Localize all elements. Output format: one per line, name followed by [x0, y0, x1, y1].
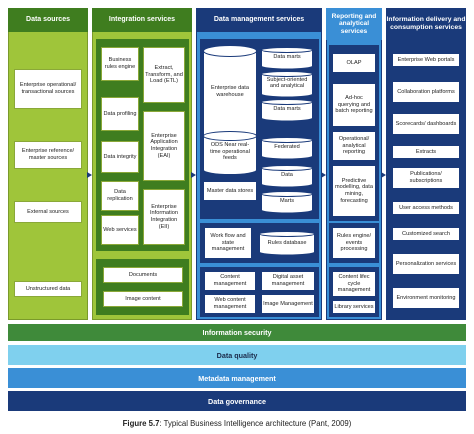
- predictive-modelling: Predictive modelling, data mining, forec…: [332, 165, 376, 217]
- environment-monitoring: Environment monitoring: [392, 287, 460, 309]
- source-unstructured: Unstructured data: [14, 281, 82, 297]
- data-management-header: Data management services: [196, 8, 322, 32]
- figure-label: Figure 5.7: [122, 419, 160, 428]
- personalization-services: Personalization services: [392, 253, 460, 275]
- source-enterprise-operational: Enterprise operational/ transactional so…: [14, 69, 82, 109]
- data-mart-2: Subject-oriented and analytical: [261, 71, 313, 97]
- ods-cylinder-shape: [203, 131, 257, 175]
- operational-analytical-reporting: Operational/ analytical reporting: [332, 131, 376, 161]
- extracts: Extracts: [392, 145, 460, 159]
- data-mart-1: Data marts: [261, 47, 313, 69]
- data-management-column: Data management services Enterprise data…: [196, 8, 322, 320]
- collaboration-platforms: Collaboration platforms: [392, 81, 460, 103]
- mart-marts-shape: [261, 191, 313, 213]
- workflow-state-management: Work flow and state management: [204, 227, 252, 259]
- mart-3-shape: [261, 99, 313, 121]
- documents: Documents: [103, 267, 183, 283]
- mart-federated-label: Federated: [274, 144, 300, 150]
- band-data-quality: Data quality: [8, 345, 466, 365]
- web-services: Web services: [101, 215, 139, 245]
- reporting-header: Reporting and analytical services: [326, 8, 382, 40]
- scorecards-dashboards: Scorecards/ dashboards: [392, 113, 460, 135]
- figure-caption: Figure 5.7: Typical Business Intelligenc…: [0, 419, 474, 428]
- enterprise-web-portals: Enterprise Web portals: [392, 53, 460, 67]
- mart-2-shape: [261, 71, 313, 97]
- customized-search: Customized search: [392, 227, 460, 241]
- publications-subscriptions: Publications/ subscriptions: [392, 167, 460, 189]
- rules-db-shape: [259, 231, 315, 255]
- delivery-column: Information delivery and consumption ser…: [386, 8, 466, 320]
- arrow-reporting-to-delivery: [381, 172, 386, 178]
- edw-label: Enterprise data warehouse: [211, 85, 249, 98]
- mart-3-label: Data marts: [273, 106, 301, 112]
- data-mart-federated: Federated: [261, 137, 313, 159]
- master-data-stores: Master data stores: [203, 181, 257, 201]
- mart-1-label: Data marts: [273, 54, 301, 60]
- integration-column: Integration services Business rules engi…: [92, 8, 192, 320]
- mart-data-shape: [261, 165, 313, 187]
- ods-label: ODS Near real-time operational feeds: [210, 142, 250, 162]
- data-mart-data: Data: [261, 165, 313, 187]
- data-sources-header: Data sources: [8, 8, 88, 32]
- mart-marts-label: Marts: [280, 198, 294, 204]
- web-content-management: Web content management: [204, 294, 256, 314]
- eai: Enterprise Application Integration (EAI): [143, 111, 185, 181]
- business-rules-engine: Business rules engine: [101, 47, 139, 81]
- data-profiling: Data profiling: [101, 97, 139, 131]
- data-integrity: Data integrity: [101, 141, 139, 173]
- user-access-methods: User access methods: [392, 201, 460, 215]
- mart-data-label: Data: [281, 172, 293, 178]
- integration-header: Integration services: [92, 8, 192, 32]
- arrow-data-mgmt-to-reporting: [321, 172, 326, 178]
- delivery-header: Information delivery and consumption ser…: [386, 8, 466, 40]
- rules-engine-events: Rules engine/ events processing: [332, 227, 376, 259]
- band-information-security: Information security: [8, 324, 466, 341]
- arrow-sources-to-integration: [87, 172, 92, 178]
- figure-caption-text: : Typical Business Intelligence architec…: [159, 419, 352, 428]
- source-external: External sources: [14, 201, 82, 223]
- rules-db-label: Rules database: [267, 240, 307, 246]
- band-metadata-management: Metadata management: [8, 368, 466, 388]
- adhoc-querying: Ad-hoc querying and batch reporting: [332, 83, 376, 127]
- content-lifecycle-management: Content lifec cycle management: [332, 271, 376, 297]
- data-sources-column: Data sources Enterprise operational/ tra…: [8, 8, 88, 320]
- rules-database: Rules database: [259, 231, 315, 255]
- source-enterprise-reference: Enterprise reference/ master sources: [14, 141, 82, 169]
- mart-2-label: Subject-oriented and analytical: [266, 77, 308, 90]
- data-mart-3: Data marts: [261, 99, 313, 121]
- image-management: Image Management: [261, 294, 315, 314]
- band-data-governance: Data governance: [8, 391, 466, 411]
- arrow-integration-to-data-mgmt: [191, 172, 196, 178]
- etl: Extract, Transform, and Load (ETL): [143, 47, 185, 103]
- mart-1-shape: [261, 47, 313, 69]
- library-services: Library services: [332, 300, 376, 314]
- content-management: Content management: [204, 271, 256, 291]
- data-replication: Data replication: [101, 181, 139, 211]
- olap: OLAP: [332, 53, 376, 73]
- reporting-column: Reporting and analytical services OLAP A…: [326, 8, 382, 320]
- data-mart-marts: Marts: [261, 191, 313, 213]
- eii: Enterprise Information Integration (EII): [143, 189, 185, 245]
- mart-federated-shape: [261, 137, 313, 159]
- image-content: Image content: [103, 291, 183, 307]
- ods-store: ODS Near real-time operational feeds: [203, 131, 257, 175]
- digital-asset-management: Digital asset management: [261, 271, 315, 291]
